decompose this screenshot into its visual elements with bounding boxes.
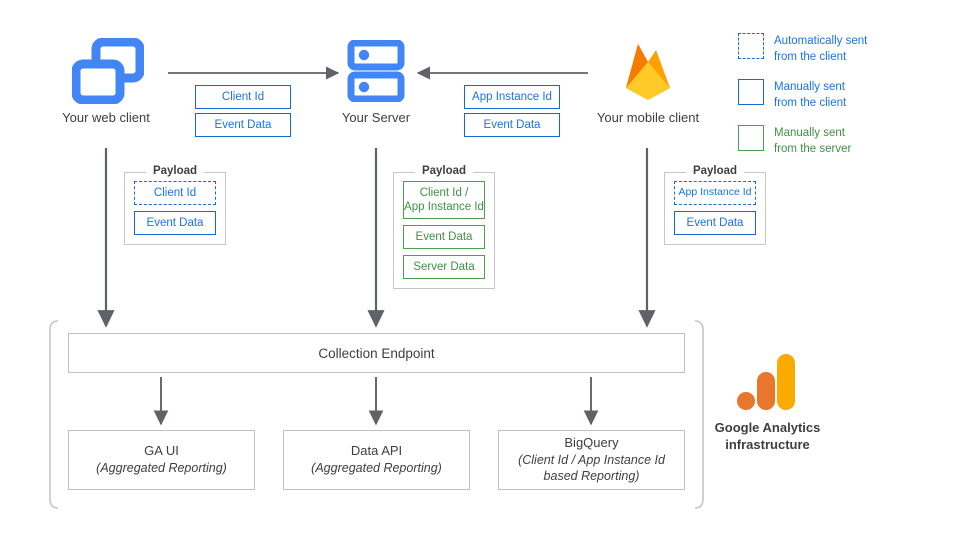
output-box-ga-ui: GA UI (Aggregated Reporting) <box>68 430 255 490</box>
payload-mobile-item-app-instance-id: App Instance Id <box>674 181 756 205</box>
ga-brand-line1: Google Analytics <box>714 420 821 435</box>
ga-brand-line2: infrastructure <box>725 436 810 452</box>
legend-item-manual-client-text: Manually sent from the client <box>774 79 846 111</box>
transport-chip-web-event-data: Event Data <box>195 113 291 137</box>
output-box-bigquery: BigQuery (Client Id / App Instance Id ba… <box>498 430 685 490</box>
output-data-api-title: Data API <box>350 443 403 459</box>
legend-item-manual-server-text: Manually sent from the server <box>774 125 851 157</box>
output-bigquery-sub2: based Reporting) <box>543 469 640 484</box>
payload-server: Payload Client Id / App Instance Id Even… <box>393 165 495 289</box>
google-analytics-logo-icon <box>737 354 795 410</box>
payload-server-item-event-data: Event Data <box>403 225 485 249</box>
payload-server-item-id-line1: Client Id / <box>419 186 469 199</box>
legend-manual-server-line2: from the server <box>774 142 852 155</box>
output-ga-ui-title: GA UI <box>144 443 179 459</box>
solid-green-square-icon <box>738 125 764 152</box>
payload-web: Payload Client Id Event Data <box>124 165 226 245</box>
source-label-web-client: Your web client <box>62 110 150 125</box>
browser-windows-icon <box>72 38 144 104</box>
legend-auto-client-line1: Automatically sent <box>774 35 868 47</box>
solid-blue-square-icon <box>738 79 764 106</box>
legend-manual-client-line1: Manually sent <box>774 81 845 94</box>
output-bigquery-sub: (Client Id / App Instance Id <box>518 453 665 468</box>
payload-mobile-title: Payload <box>685 165 745 177</box>
payload-server-item-id: Client Id / App Instance Id <box>403 181 485 219</box>
legend-manual-server-line1: Manually sent <box>774 127 845 140</box>
source-label-server: Your Server <box>341 110 411 125</box>
output-ga-ui-sub: (Aggregated Reporting) <box>96 461 227 476</box>
google-analytics-infrastructure-label: Google Analytics infrastructure <box>700 420 835 454</box>
source-label-mobile-client: Your mobile client <box>596 110 700 125</box>
payload-web-title: Payload <box>145 165 205 177</box>
transport-chip-web-client-id: Client Id <box>195 85 291 109</box>
collection-endpoint: Collection Endpoint <box>68 333 685 373</box>
legend-manual-client-line2: from the client <box>774 96 847 109</box>
output-box-data-api: Data API (Aggregated Reporting) <box>283 430 470 490</box>
server-stack-icon <box>347 40 405 102</box>
firebase-flame-icon <box>626 44 670 100</box>
payload-mobile-item-event-data: Event Data <box>674 211 756 235</box>
legend-item-manual-client: Manually sent from the client <box>738 79 953 111</box>
legend-auto-client-line2: from the client <box>774 50 847 63</box>
output-data-api-sub: (Aggregated Reporting) <box>311 461 442 476</box>
payload-web-item-event-data: Event Data <box>134 211 216 235</box>
payload-server-item-id-line2: App Instance Id <box>404 201 484 213</box>
output-bigquery-title: BigQuery <box>564 435 619 451</box>
payload-mobile: Payload App Instance Id Event Data <box>664 165 766 245</box>
legend-item-manual-server: Manually sent from the server <box>738 125 953 157</box>
payload-server-item-server-data: Server Data <box>403 255 485 279</box>
bracket-left <box>49 320 59 509</box>
legend: Automatically sent from the client Manua… <box>738 33 953 171</box>
transport-chip-mobile-app-instance-id: App Instance Id <box>464 85 560 109</box>
dashed-blue-square-icon <box>738 33 764 59</box>
payload-web-item-client-id: Client Id <box>134 181 216 205</box>
bracket-right <box>694 320 704 509</box>
legend-item-auto-client-text: Automatically sent from the client <box>774 33 867 65</box>
transport-chip-mobile-event-data: Event Data <box>464 113 560 137</box>
payload-server-title: Payload <box>414 165 474 177</box>
legend-item-auto-client: Automatically sent from the client <box>738 33 953 65</box>
